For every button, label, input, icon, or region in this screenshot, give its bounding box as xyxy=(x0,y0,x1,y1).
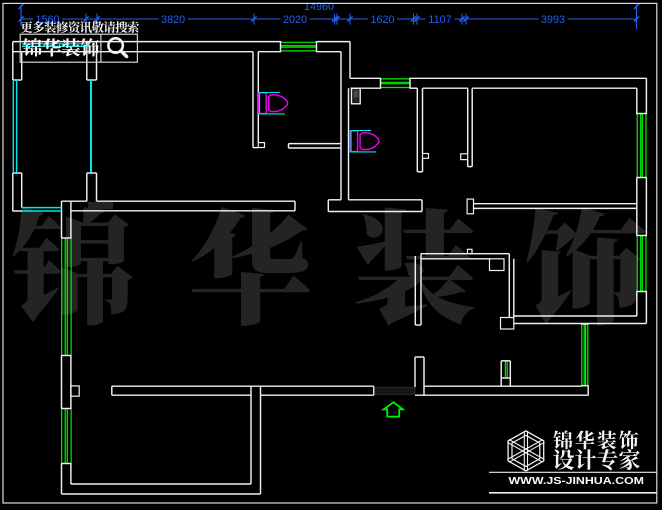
svg-text:2020: 2020 xyxy=(283,14,307,26)
svg-text:1620: 1620 xyxy=(370,14,394,26)
svg-text:3993: 3993 xyxy=(541,14,565,26)
svg-text:WWW.JS-JINHUA.COM: WWW.JS-JINHUA.COM xyxy=(509,476,645,487)
svg-text:3820: 3820 xyxy=(161,14,185,26)
svg-text:14960: 14960 xyxy=(304,1,334,13)
svg-text:1107: 1107 xyxy=(428,14,451,26)
